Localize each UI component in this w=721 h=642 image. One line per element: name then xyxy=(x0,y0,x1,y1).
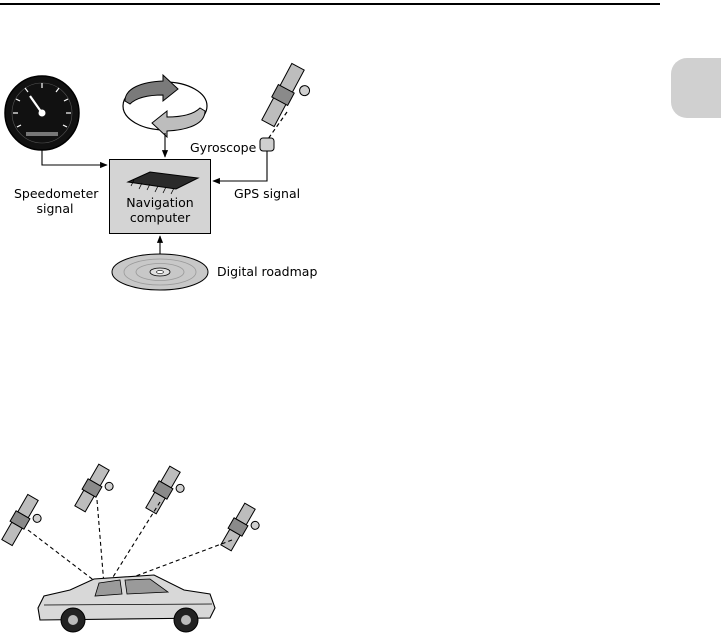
gps-connector xyxy=(212,151,268,185)
speedometer-label: Speedometer signal xyxy=(14,186,99,216)
satellite-icon xyxy=(261,62,311,128)
top-rule xyxy=(0,3,660,5)
section-tab[interactable] xyxy=(671,58,721,118)
digital-roadmap-label: Digital roadmap xyxy=(217,264,318,279)
gps-signal-link xyxy=(267,111,288,140)
navigation-computer-box xyxy=(109,159,211,234)
satellite-icon xyxy=(74,463,114,513)
satellite-icon xyxy=(145,465,185,515)
speedometer-icon xyxy=(4,75,80,151)
gyroscope-icon xyxy=(122,73,208,139)
cd-icon xyxy=(111,253,209,291)
speedometer-connector xyxy=(41,150,108,169)
chip-icon xyxy=(126,171,200,195)
navigation-computer-label: Navigation computer xyxy=(126,195,194,225)
car-icon xyxy=(37,574,216,633)
gps-signal-label: GPS signal xyxy=(234,186,301,201)
satellite-icon xyxy=(1,493,42,547)
gyroscope-label: Gyroscope xyxy=(190,140,257,155)
